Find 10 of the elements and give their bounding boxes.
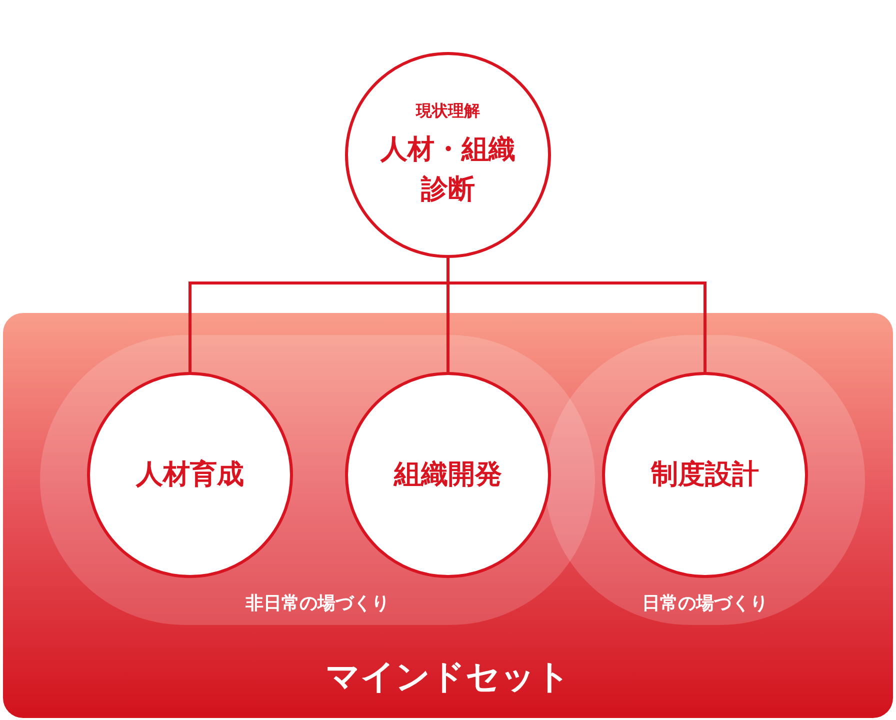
group-label: 日常の場づくり — [641, 592, 769, 615]
node-title: 人材育成 — [136, 458, 244, 492]
node-title: 人材・組織診断 — [379, 133, 516, 206]
node-title: 組織開発 — [394, 458, 502, 492]
band-label: マインドセット — [324, 656, 572, 699]
connector-line — [446, 258, 706, 372]
node-title: 制度設計 — [651, 458, 759, 492]
node-subtitle: 現状理解 — [416, 101, 480, 122]
group-label: 非日常の場づくり — [244, 592, 390, 615]
band-panel — [3, 313, 893, 718]
